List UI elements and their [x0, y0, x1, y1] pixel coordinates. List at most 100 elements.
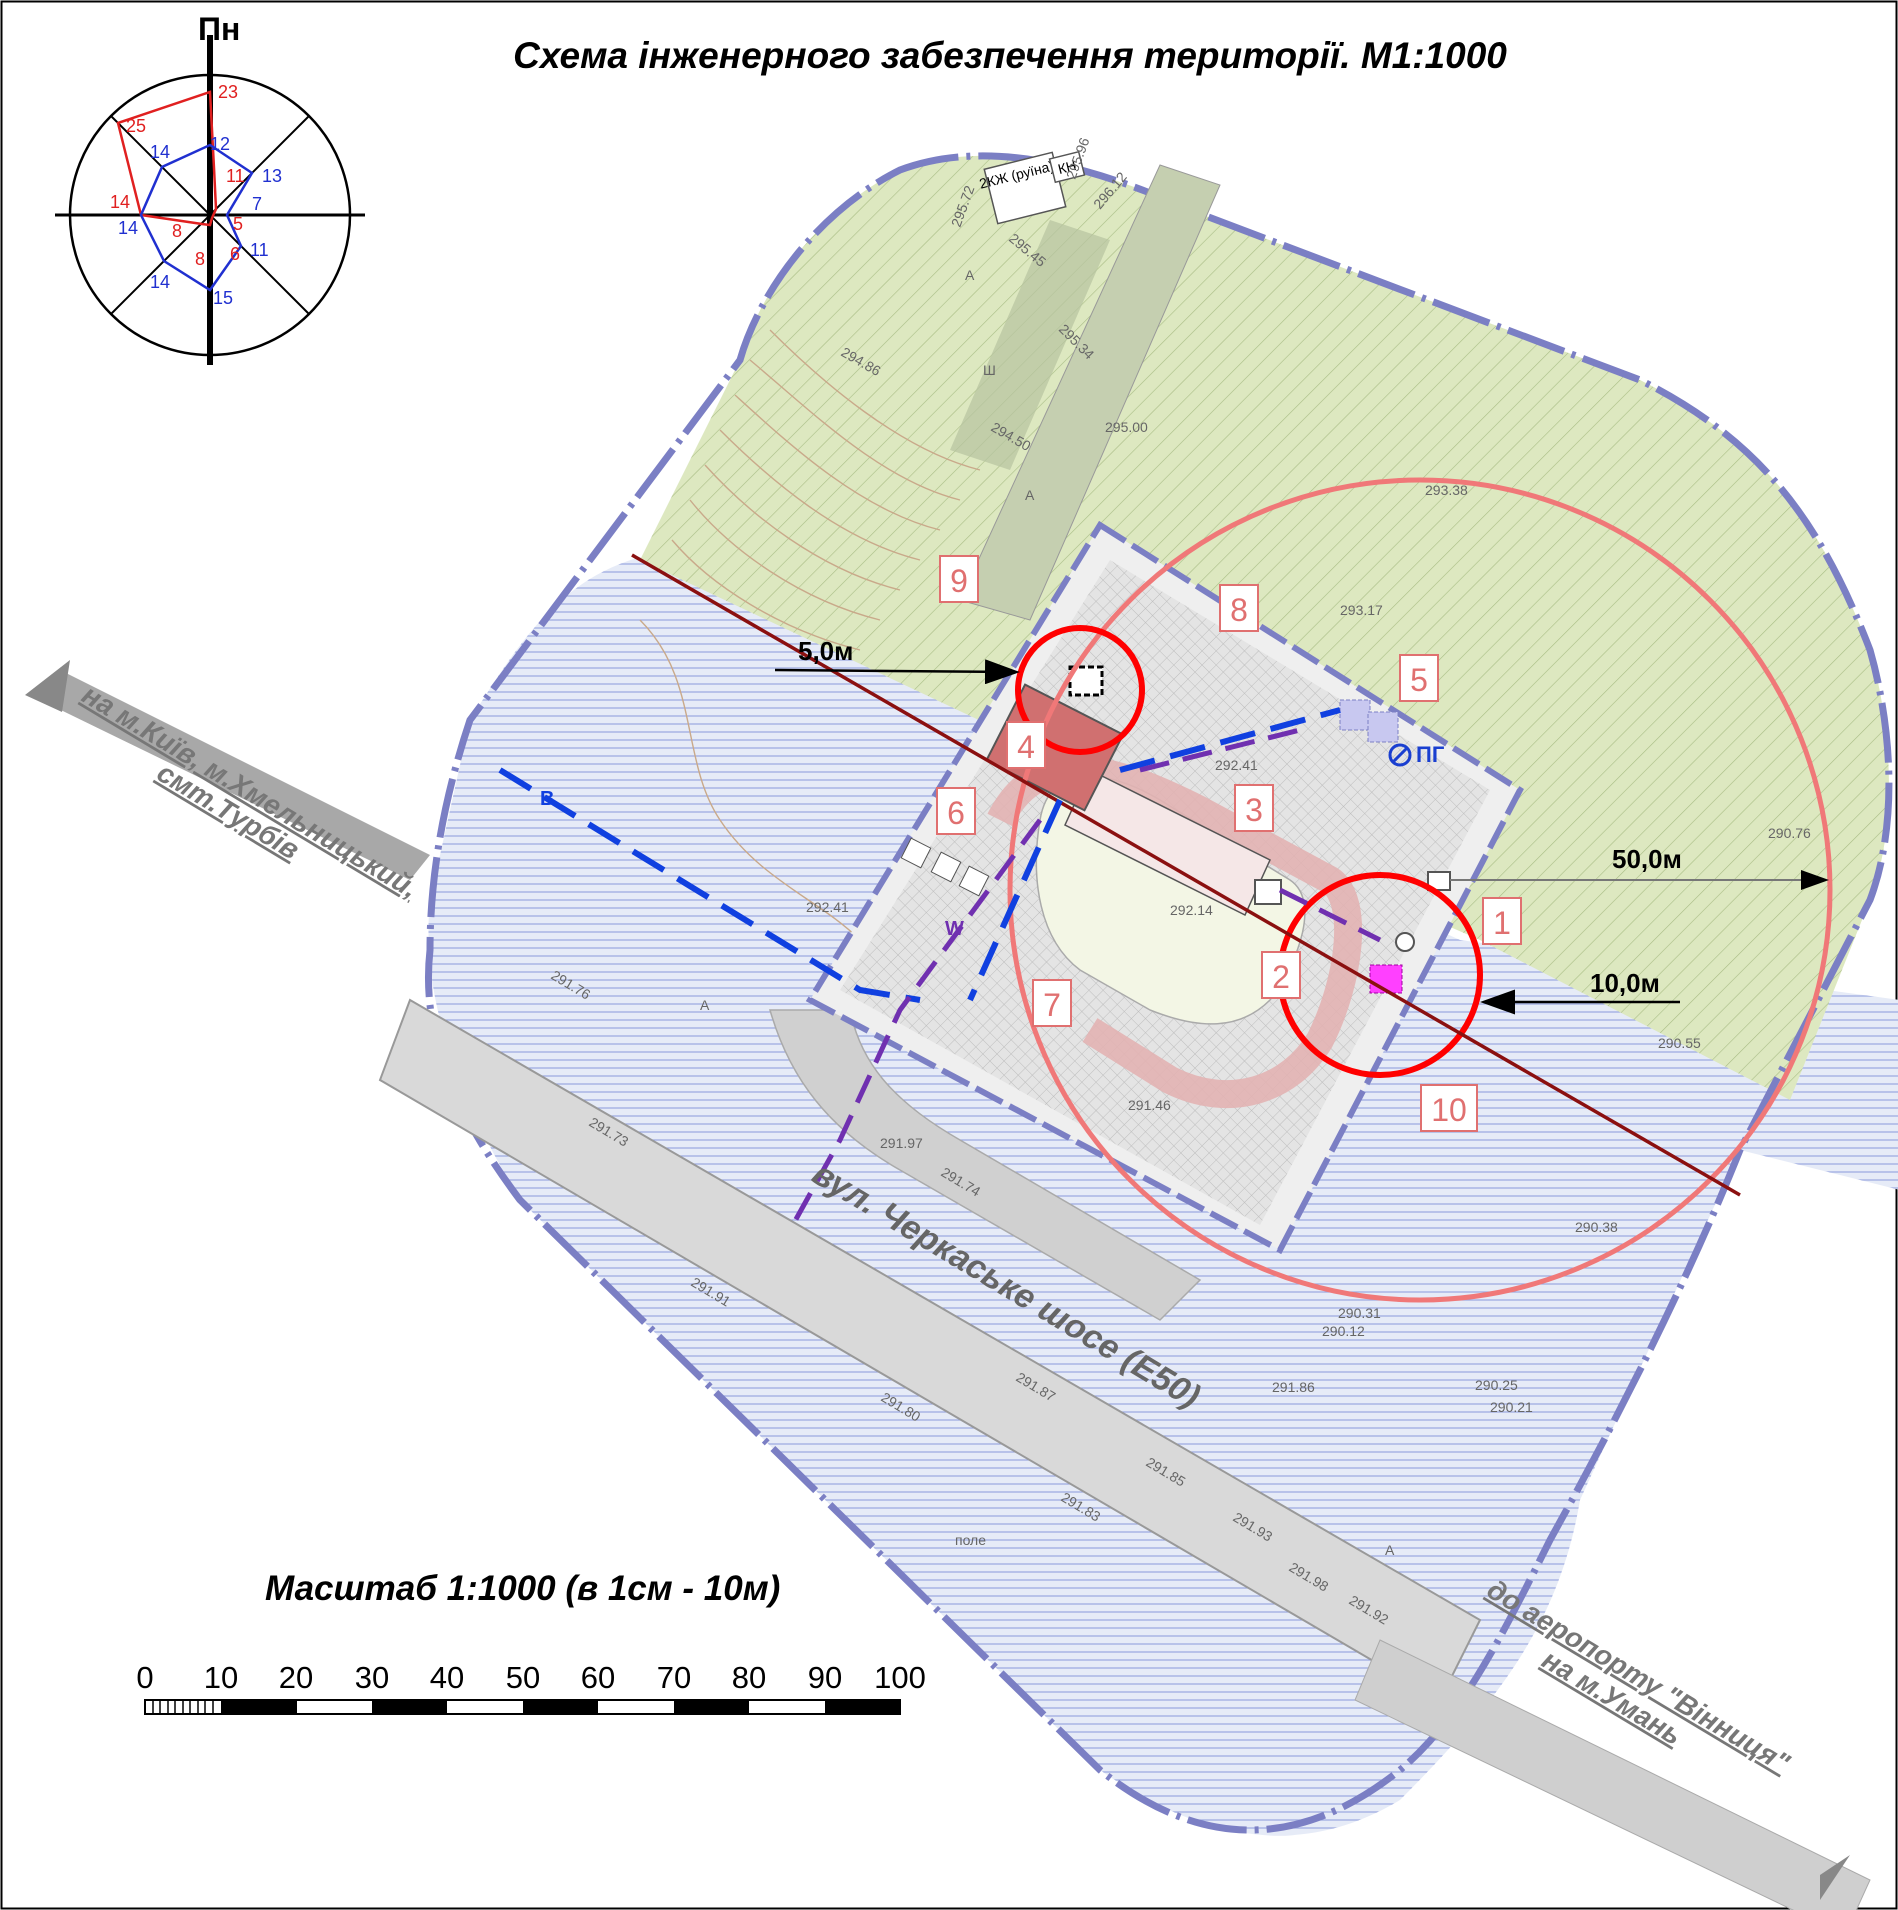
- fuel-pumps-6: [900, 837, 990, 897]
- svg-text:А: А: [1385, 1542, 1395, 1558]
- svg-text:А: А: [1025, 487, 1035, 503]
- scale-bar: Масштаб 1:1000 (в 1см - 10м) 0 10 20 30 …: [136, 1569, 926, 1715]
- svg-text:293.38: 293.38: [1425, 482, 1468, 498]
- svg-text:90: 90: [808, 1660, 842, 1695]
- svg-text:80: 80: [732, 1660, 766, 1695]
- svg-text:290.12: 290.12: [1322, 1323, 1365, 1339]
- svg-text:295.00: 295.00: [1105, 419, 1148, 435]
- svg-text:292.41: 292.41: [806, 899, 849, 915]
- ruin-building: 2КЖ (руїна) КН: [978, 150, 1086, 225]
- svg-text:3: 3: [1245, 792, 1263, 828]
- svg-text:11: 11: [226, 166, 245, 186]
- north-label: Пн: [198, 11, 240, 47]
- svg-text:291.46: 291.46: [1128, 1097, 1171, 1113]
- svg-text:8: 8: [1230, 592, 1248, 628]
- kn-label: КН: [1056, 157, 1078, 177]
- highway-to-airport: [1354, 1639, 1871, 1910]
- access-road: [769, 1009, 1202, 1321]
- svg-text:292.14: 292.14: [1170, 902, 1213, 918]
- svg-text:290.55: 290.55: [1658, 1035, 1701, 1051]
- fire-hydrant: ПГ: [1388, 742, 1445, 767]
- object-number-4: 4: [1006, 721, 1046, 769]
- water-line: В: [498, 707, 1341, 1003]
- svg-text:290.21: 290.21: [1490, 1399, 1533, 1415]
- svg-text:291.97: 291.97: [880, 1135, 923, 1151]
- svg-text:12: 12: [210, 134, 230, 154]
- protection-zones: [1007, 477, 1833, 1303]
- direction-arrow-nw: [30, 670, 430, 880]
- svg-text:7: 7: [1043, 987, 1061, 1023]
- svg-text:60: 60: [581, 1660, 615, 1695]
- svg-text:11: 11: [250, 240, 269, 260]
- power-line: [631, 553, 1741, 1197]
- arrow-head-nw: [25, 660, 70, 712]
- direction-nw: на м.Київ, м.Хмельницький, смт.Турбів: [77, 679, 424, 904]
- field-road-strip: [950, 220, 1110, 470]
- svg-text:30: 30: [355, 1660, 389, 1695]
- svg-text:6: 6: [947, 795, 965, 831]
- field-label: поле: [955, 1532, 986, 1548]
- svg-text:50: 50: [506, 1660, 540, 1695]
- svg-text:70: 70: [657, 1660, 691, 1695]
- svg-text:290.31: 290.31: [1338, 1305, 1381, 1321]
- object-number-6: 6: [936, 787, 976, 835]
- object-number-9: 9: [939, 555, 979, 603]
- object-number-5: 5: [1399, 654, 1439, 702]
- object-number-2: 2: [1261, 951, 1301, 999]
- zone-boundary: [424, 152, 1893, 1834]
- svg-text:14: 14: [150, 142, 170, 162]
- svg-text:290.38: 290.38: [1575, 1219, 1618, 1235]
- object-number-7: 7: [1032, 979, 1072, 1027]
- svg-text:25: 25: [126, 116, 146, 136]
- svg-text:4: 4: [1017, 729, 1035, 765]
- soil-letters: А А Ш А А поле: [700, 267, 1395, 1558]
- svg-text:5: 5: [1410, 662, 1428, 698]
- svg-text:10: 10: [1431, 1092, 1467, 1128]
- object-10: [1369, 964, 1403, 994]
- red-circle-5m: [1015, 625, 1145, 755]
- field-road: [959, 164, 1221, 621]
- svg-text:20: 20: [279, 1660, 313, 1695]
- object-number-10: 10: [1420, 1084, 1478, 1132]
- blue-zone: [428, 557, 1898, 1836]
- svg-text:290.25: 290.25: [1475, 1377, 1518, 1393]
- svg-text:Ш: Ш: [983, 362, 996, 378]
- svg-text:А: А: [965, 267, 975, 283]
- svg-text:15: 15: [213, 288, 233, 308]
- hydrant-label: ПГ: [1416, 742, 1445, 767]
- svg-text:9: 9: [950, 563, 968, 599]
- svg-text:291.86: 291.86: [1272, 1379, 1315, 1395]
- object-number-3: 3: [1234, 784, 1274, 832]
- scale-ticks: 0 10 20 30 40 50 60 70 80 90 100: [136, 1660, 925, 1695]
- svg-text:2: 2: [1272, 959, 1290, 995]
- svg-text:7: 7: [252, 194, 262, 214]
- map-title: Схема інженерного забезпечення території…: [513, 35, 1507, 76]
- svg-text:на м.Київ, м.Хмельницький,: на м.Київ, м.Хмельницький,: [77, 679, 424, 904]
- roads: [25, 164, 1871, 1910]
- object-number-8: 8: [1219, 584, 1259, 632]
- svg-text:14: 14: [118, 218, 138, 238]
- sewer-line: W: [787, 727, 1382, 1232]
- well-marker: [1395, 932, 1415, 952]
- svg-text:8: 8: [172, 221, 182, 241]
- svg-text:5: 5: [233, 214, 243, 234]
- dimension-50m: 50,0м: [1612, 844, 1682, 874]
- protection-circle-50m: [1007, 477, 1833, 1303]
- canopy-3: [1064, 768, 1271, 917]
- contour-lines: [639, 329, 981, 941]
- svg-text:293.17: 293.17: [1340, 602, 1383, 618]
- object-2: [1254, 879, 1282, 905]
- svg-text:6: 6: [230, 244, 240, 264]
- svg-text:0: 0: [136, 1660, 153, 1695]
- object-number-1: 1: [1482, 897, 1522, 945]
- svg-text:14: 14: [150, 272, 170, 292]
- water-letter: В: [540, 788, 554, 810]
- wind-rose: Пн 23 11 5 6 8 8 14 25 12 13 7 11 15 14 …: [55, 11, 365, 365]
- wind-rose-blue: [139, 143, 254, 292]
- svg-text:1: 1: [1493, 905, 1511, 941]
- svg-text:292.41: 292.41: [1215, 757, 1258, 773]
- object-numbers: 1 2 3 4 5 6 7 8 9 10: [936, 555, 1522, 1132]
